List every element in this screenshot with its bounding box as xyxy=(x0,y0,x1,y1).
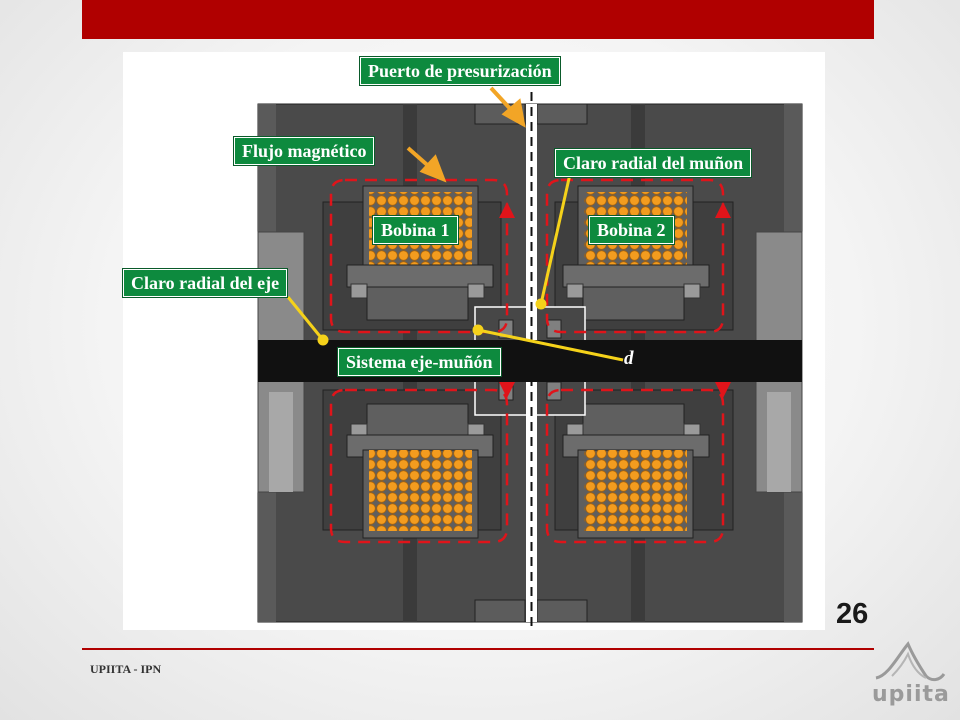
lower-left-coil-winding xyxy=(369,450,472,531)
pressurization-channel-top xyxy=(526,104,537,340)
upiita-logo-text: upiita xyxy=(872,682,950,707)
label-magnetic-flux: Flujo magnético xyxy=(234,137,375,165)
lower-right-coil-winding xyxy=(584,450,687,531)
leader-lines xyxy=(286,173,624,362)
upiita-logo-icon xyxy=(875,641,946,682)
diagram-canvas xyxy=(257,86,803,630)
footer-institution: UPIITA - IPN xyxy=(90,662,162,676)
page-number: 26 xyxy=(836,598,869,630)
label-shaft-journal-system: Sistema eje-muñón xyxy=(338,348,501,376)
flux-arrow-up-2 xyxy=(715,202,731,218)
flux-arrow-down-2 xyxy=(715,382,731,398)
flux-arrow-up-1 xyxy=(499,202,515,218)
magnetic-bearing-diagram: Puerto de presurización Flujo magnético … xyxy=(123,52,825,630)
label-coil-2: Bobina 2 xyxy=(589,216,674,244)
flux-direction-arrows xyxy=(499,202,731,398)
label-shaft-radial-gap: Claro radial del eje xyxy=(123,269,288,297)
footer-rule xyxy=(82,648,874,650)
label-coil-1: Bobina 1 xyxy=(373,216,458,244)
callout-pointer-arrows xyxy=(406,86,526,183)
gap-symbol-d: d xyxy=(624,348,634,369)
right-side-plate-lower xyxy=(767,392,791,492)
left-side-plate-lower xyxy=(269,392,293,492)
top-right-cap xyxy=(536,103,588,125)
bottom-left-cap xyxy=(474,599,526,623)
label-journal-radial-gap: Claro radial del muñon xyxy=(555,149,752,177)
magnetic-flux-paths xyxy=(329,178,725,544)
header-bar xyxy=(82,0,874,39)
label-pressurization-port: Puerto de presurización xyxy=(360,57,560,85)
flux-arrow-down-1 xyxy=(499,382,515,398)
bottom-right-cap xyxy=(536,599,588,623)
